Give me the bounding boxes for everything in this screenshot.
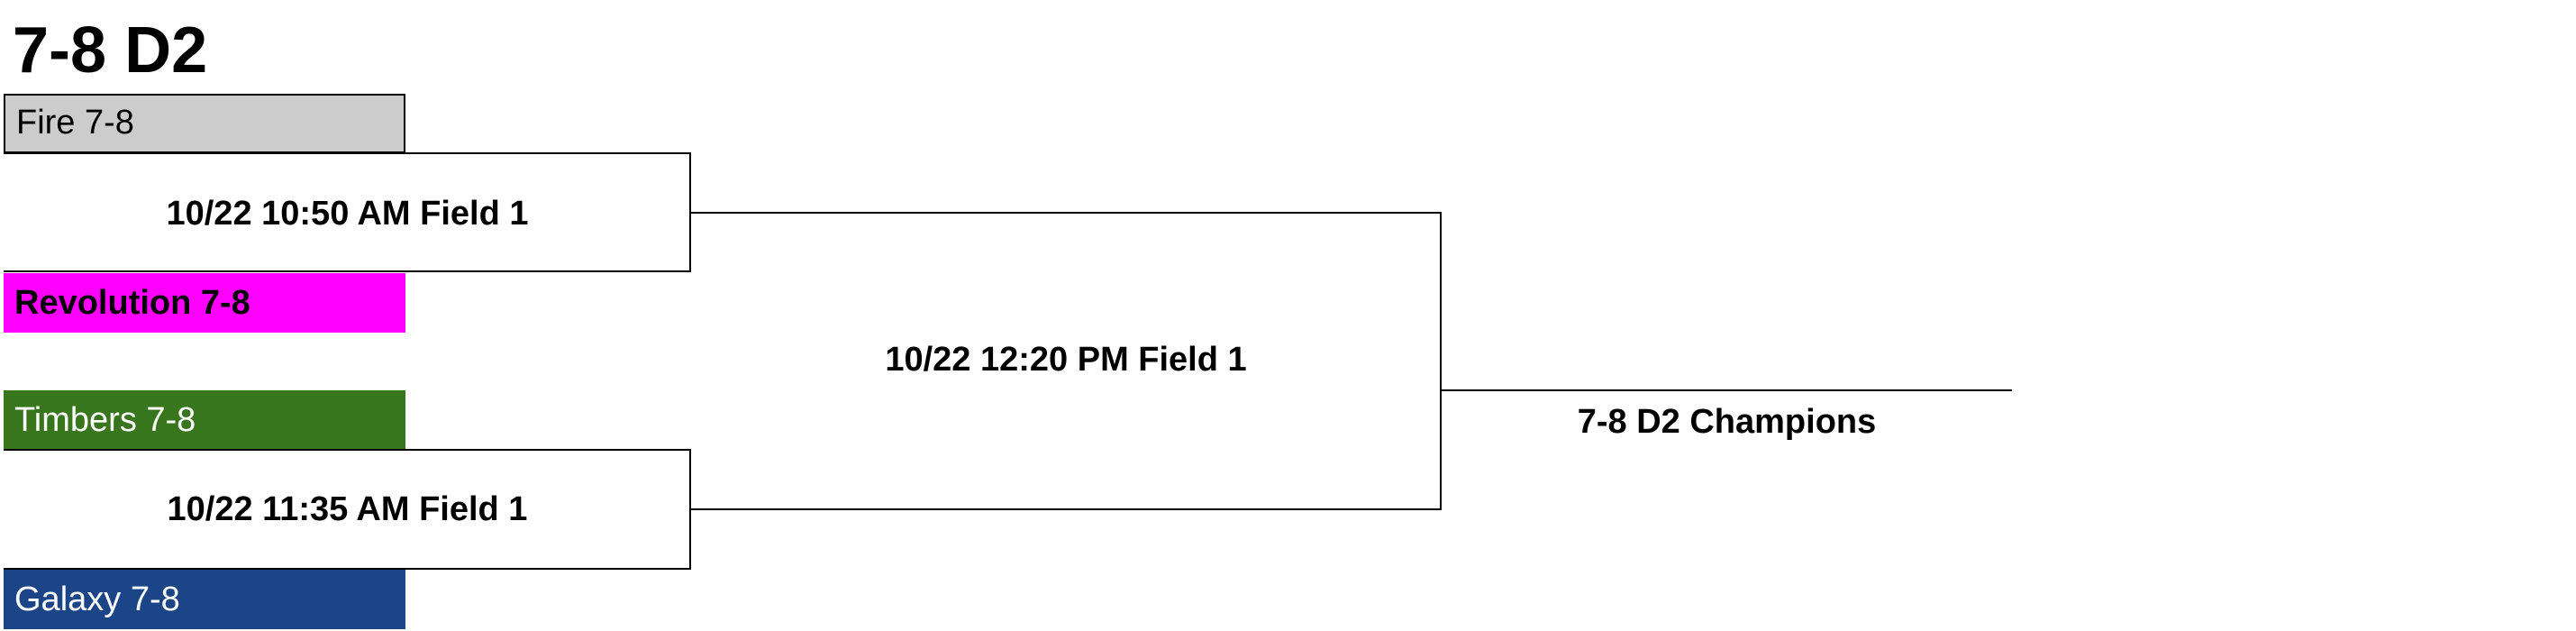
final-line-bottom (690, 508, 1442, 510)
match-1-time: 10/22 10:50 AM Field 1 (166, 195, 529, 233)
champion-label: 7-8 D2 Champions (1577, 403, 1877, 441)
final-line-vertical (1440, 212, 1442, 510)
final-line-top (690, 212, 1442, 214)
match-2-time: 10/22 11:35 AM Field 1 (167, 490, 528, 528)
team-fire: Fire 7-8 (4, 94, 405, 153)
final-game-time: 10/22 12:20 PM Field 1 (885, 341, 1247, 379)
champion-line (1440, 389, 2012, 391)
team-timbers: Timbers 7-8 (4, 390, 405, 450)
team-revolution: Revolution 7-8 (4, 273, 405, 333)
bracket-title: 7-8 D2 (13, 14, 208, 87)
team-galaxy: Galaxy 7-8 (4, 570, 405, 629)
